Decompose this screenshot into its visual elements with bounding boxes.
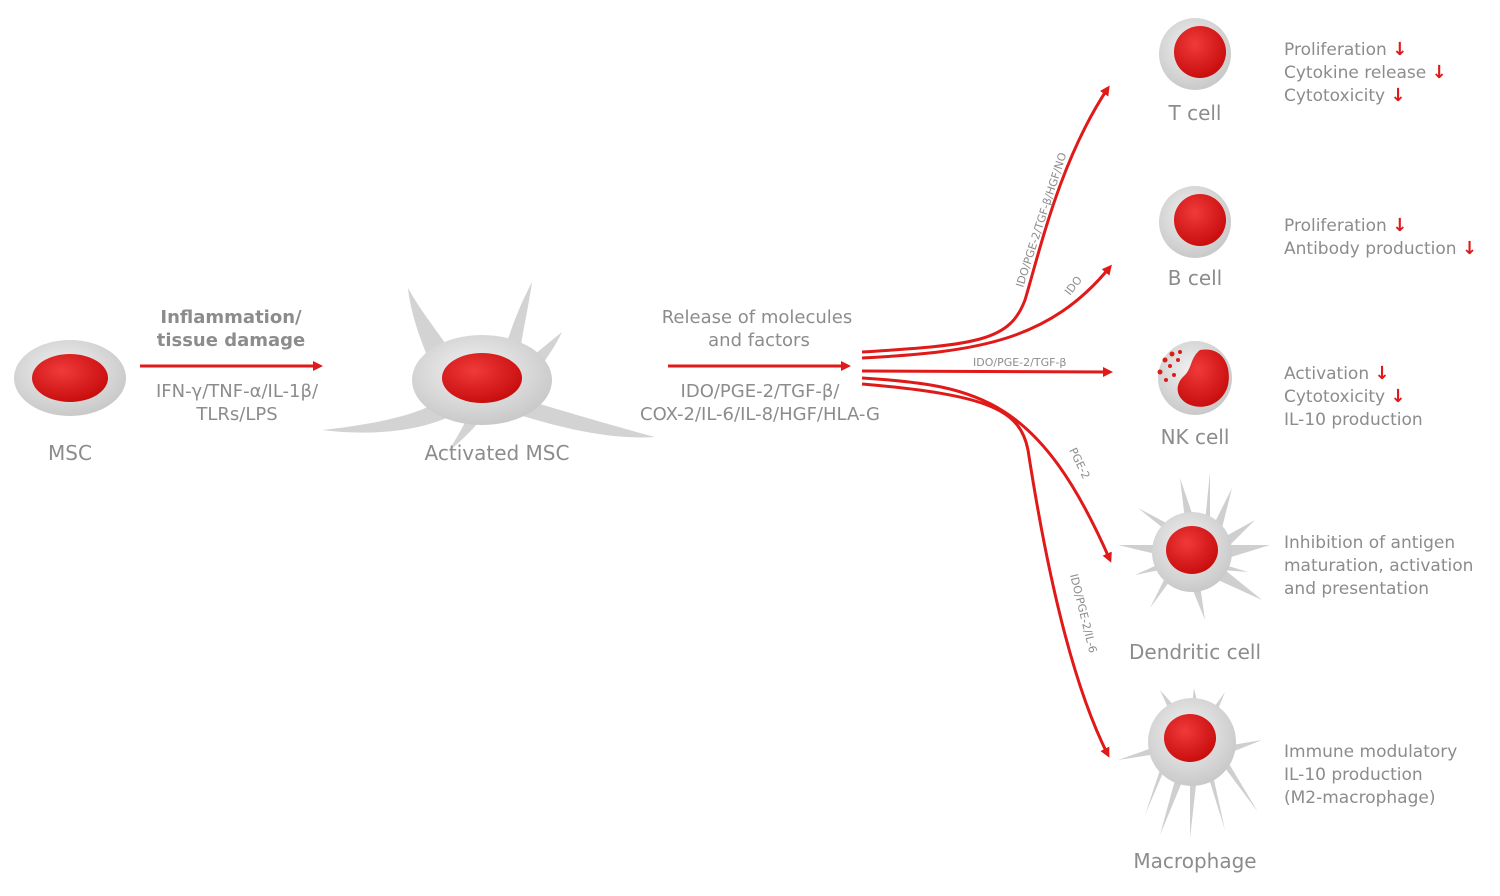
b-cell-effects: Proliferation ↓ Antibody production ↓ [1284,215,1477,259]
macrophage-effect-2: IL-10 production [1284,765,1423,785]
macrophage-effect-3: (M2-macrophage) [1284,788,1435,808]
step2-title-line1: Release of molecules [662,307,853,328]
t-cell-effect-2: Cytokine release ↓ [1284,62,1447,83]
nk-cell-effect-1: Activation ↓ [1284,363,1390,384]
path-label-t-cell: IDO/PGE-2/TGF-β/HGF/NO [1013,151,1069,289]
t-cell-effect-1: Proliferation ↓ [1284,39,1407,60]
nk-cell-effect-3: IL-10 production [1284,410,1423,430]
down-arrow-icon: ↓ [1391,85,1406,106]
path-label-nk-cell: IDO/PGE-2/TGF-β [973,356,1066,369]
arrow-to-nk-cell [861,366,1113,377]
path-label-macrophage: IDO/PGE-2/IL-6 [1067,573,1099,655]
down-arrow-icon: ↓ [1391,386,1406,407]
macrophage-effect-1: Immune modulatory [1284,742,1457,762]
b-cell-icon [1159,186,1231,258]
t-cell-label: T cell [1168,101,1222,125]
step1-title-line2: tissue damage [157,330,306,351]
arrow-to-b-cell [861,264,1112,360]
step1-title-line1: Inflammation/ [160,307,302,328]
macrophage-label: Macrophage [1133,849,1256,873]
down-arrow-icon: ↓ [1392,39,1407,60]
down-arrow-icon: ↓ [1375,363,1390,384]
down-arrow-icon: ↓ [1392,215,1407,236]
activated-msc-label: Activated MSC [425,441,570,465]
dendritic-cell-effects: Inhibition of antigen maturation, activa… [1284,533,1473,599]
b-cell-effect-1: Proliferation ↓ [1284,215,1407,236]
step1-sub-line1: IFN-γ/TNF-α/IL-1β/ [156,381,319,402]
b-cell-label: B cell [1168,266,1223,290]
step2-sub-line2: COX-2/IL-6/IL-8/HGF/HLA-G [640,404,880,425]
arrow-to-macrophage [861,382,1110,758]
macrophage-icon [1118,688,1262,838]
step2-title-line2: and factors [708,330,810,351]
path-label-dendritic-cell: PGE-2 [1066,446,1092,481]
step2-sub-line1: IDO/PGE-2/TGF-β/ [681,381,841,402]
dendritic-cell-icon [1118,472,1270,620]
t-cell-effects: Proliferation ↓ Cytokine release ↓ Cytot… [1284,39,1447,106]
down-arrow-icon: ↓ [1432,62,1447,83]
path-label-b-cell: IDO [1062,274,1085,298]
nk-cell-icon [1157,341,1232,415]
t-cell-icon [1159,18,1231,90]
nk-cell-effect-2: Cytotoxicity ↓ [1284,386,1406,407]
arrow-to-t-cell [861,85,1110,354]
activated-msc-icon [322,282,655,452]
down-arrow-icon: ↓ [1462,238,1477,259]
msc-label: MSC [48,441,92,465]
t-cell-effect-3: Cytotoxicity ↓ [1284,85,1406,106]
dendritic-cell-effect-1: Inhibition of antigen [1284,533,1455,553]
dendritic-cell-effect-2: maturation, activation [1284,556,1473,576]
dendritic-cell-label: Dendritic cell [1129,640,1261,664]
macrophage-effects: Immune modulatory IL-10 production (M2-m… [1284,742,1457,808]
msc-cell-icon [14,340,126,416]
nk-cell-label: NK cell [1161,425,1230,449]
step1-sub-line2: TLRs/LPS [195,404,277,425]
nk-cell-effects: Activation ↓ Cytotoxicity ↓ IL-10 produc… [1284,363,1423,430]
b-cell-effect-2: Antibody production ↓ [1284,238,1477,259]
dendritic-cell-effect-3: and presentation [1284,579,1429,599]
